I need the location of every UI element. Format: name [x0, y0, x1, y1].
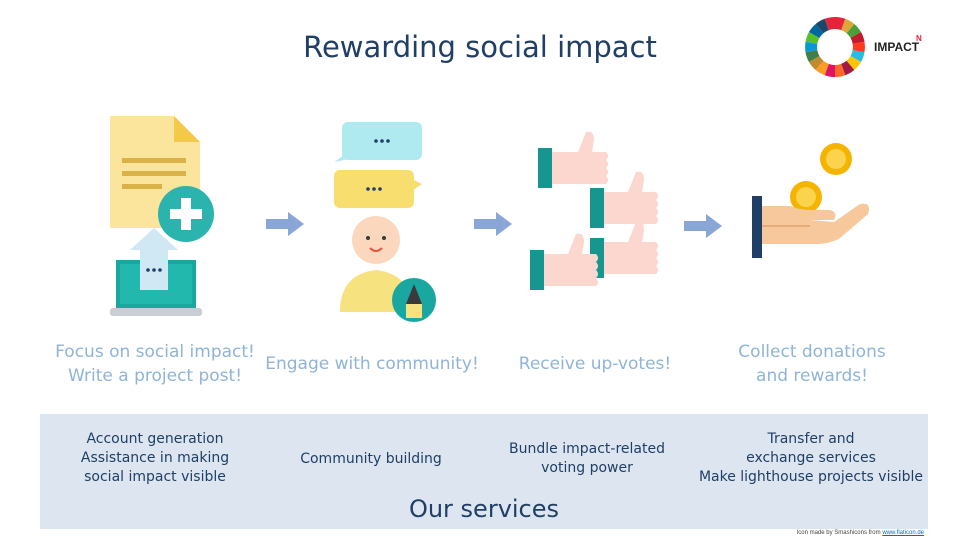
- credit-link[interactable]: www.flaticon.de: [882, 530, 924, 536]
- step-caption-upvotes: Receive up-votes!: [500, 352, 690, 376]
- impact-logo: IMPACT N: [802, 14, 932, 84]
- icon-credit: Icon made by Smashicons from www.flatico…: [797, 530, 924, 536]
- thumbs-up-icon: [528, 126, 660, 296]
- step-caption-donations: Collect donations and rewards!: [700, 340, 924, 388]
- service-transfer-exchange: Transfer and exchange services Make ligh…: [694, 430, 928, 487]
- caption-line: and rewards!: [756, 366, 868, 386]
- service-voting-power: Bundle impact-related voting power: [480, 440, 694, 478]
- step-caption-write-post: Focus on social impact! Write a project …: [40, 340, 270, 388]
- services-panel: Account generation Assistance in making …: [40, 414, 928, 529]
- service-line: Account generation: [86, 431, 224, 447]
- credit-text: Icon made by Smashicons from: [796, 530, 881, 536]
- service-account-generation: Account generation Assistance in making …: [44, 430, 266, 487]
- caption-line: Focus on social impact!: [55, 342, 255, 362]
- step-caption-engage: Engage with community!: [262, 352, 482, 376]
- right-arrow-icon: [684, 214, 722, 238]
- service-community-building: Community building: [266, 450, 476, 469]
- caption-line: Write a project post!: [67, 366, 243, 386]
- page-title: Rewarding social impact: [303, 30, 657, 64]
- service-line: Transfer and: [767, 431, 855, 447]
- right-arrow-icon: [474, 212, 512, 236]
- hand-coins-icon: [750, 140, 874, 260]
- service-line: exchange services: [746, 450, 876, 466]
- service-line: social impact visible: [84, 469, 226, 485]
- caption-line: Receive up-votes!: [518, 354, 672, 374]
- sdg-wheel-icon: [805, 16, 865, 78]
- chat-person-icon: [330, 118, 442, 328]
- right-arrow-icon: [266, 212, 304, 236]
- services-title: Our services: [408, 495, 560, 523]
- logo-text: IMPACT: [874, 40, 920, 54]
- service-line: Assistance in making: [80, 450, 230, 466]
- service-line: Bundle impact-related: [509, 441, 665, 457]
- service-line: Community building: [300, 451, 442, 467]
- service-line: Make lighthouse projects visible: [698, 469, 924, 485]
- caption-line: Engage with community!: [265, 354, 479, 374]
- caption-line: Collect donations: [738, 342, 886, 362]
- service-line: voting power: [541, 460, 633, 476]
- logo-superscript: N: [916, 34, 922, 43]
- document-plus-laptop-icon: [106, 114, 218, 324]
